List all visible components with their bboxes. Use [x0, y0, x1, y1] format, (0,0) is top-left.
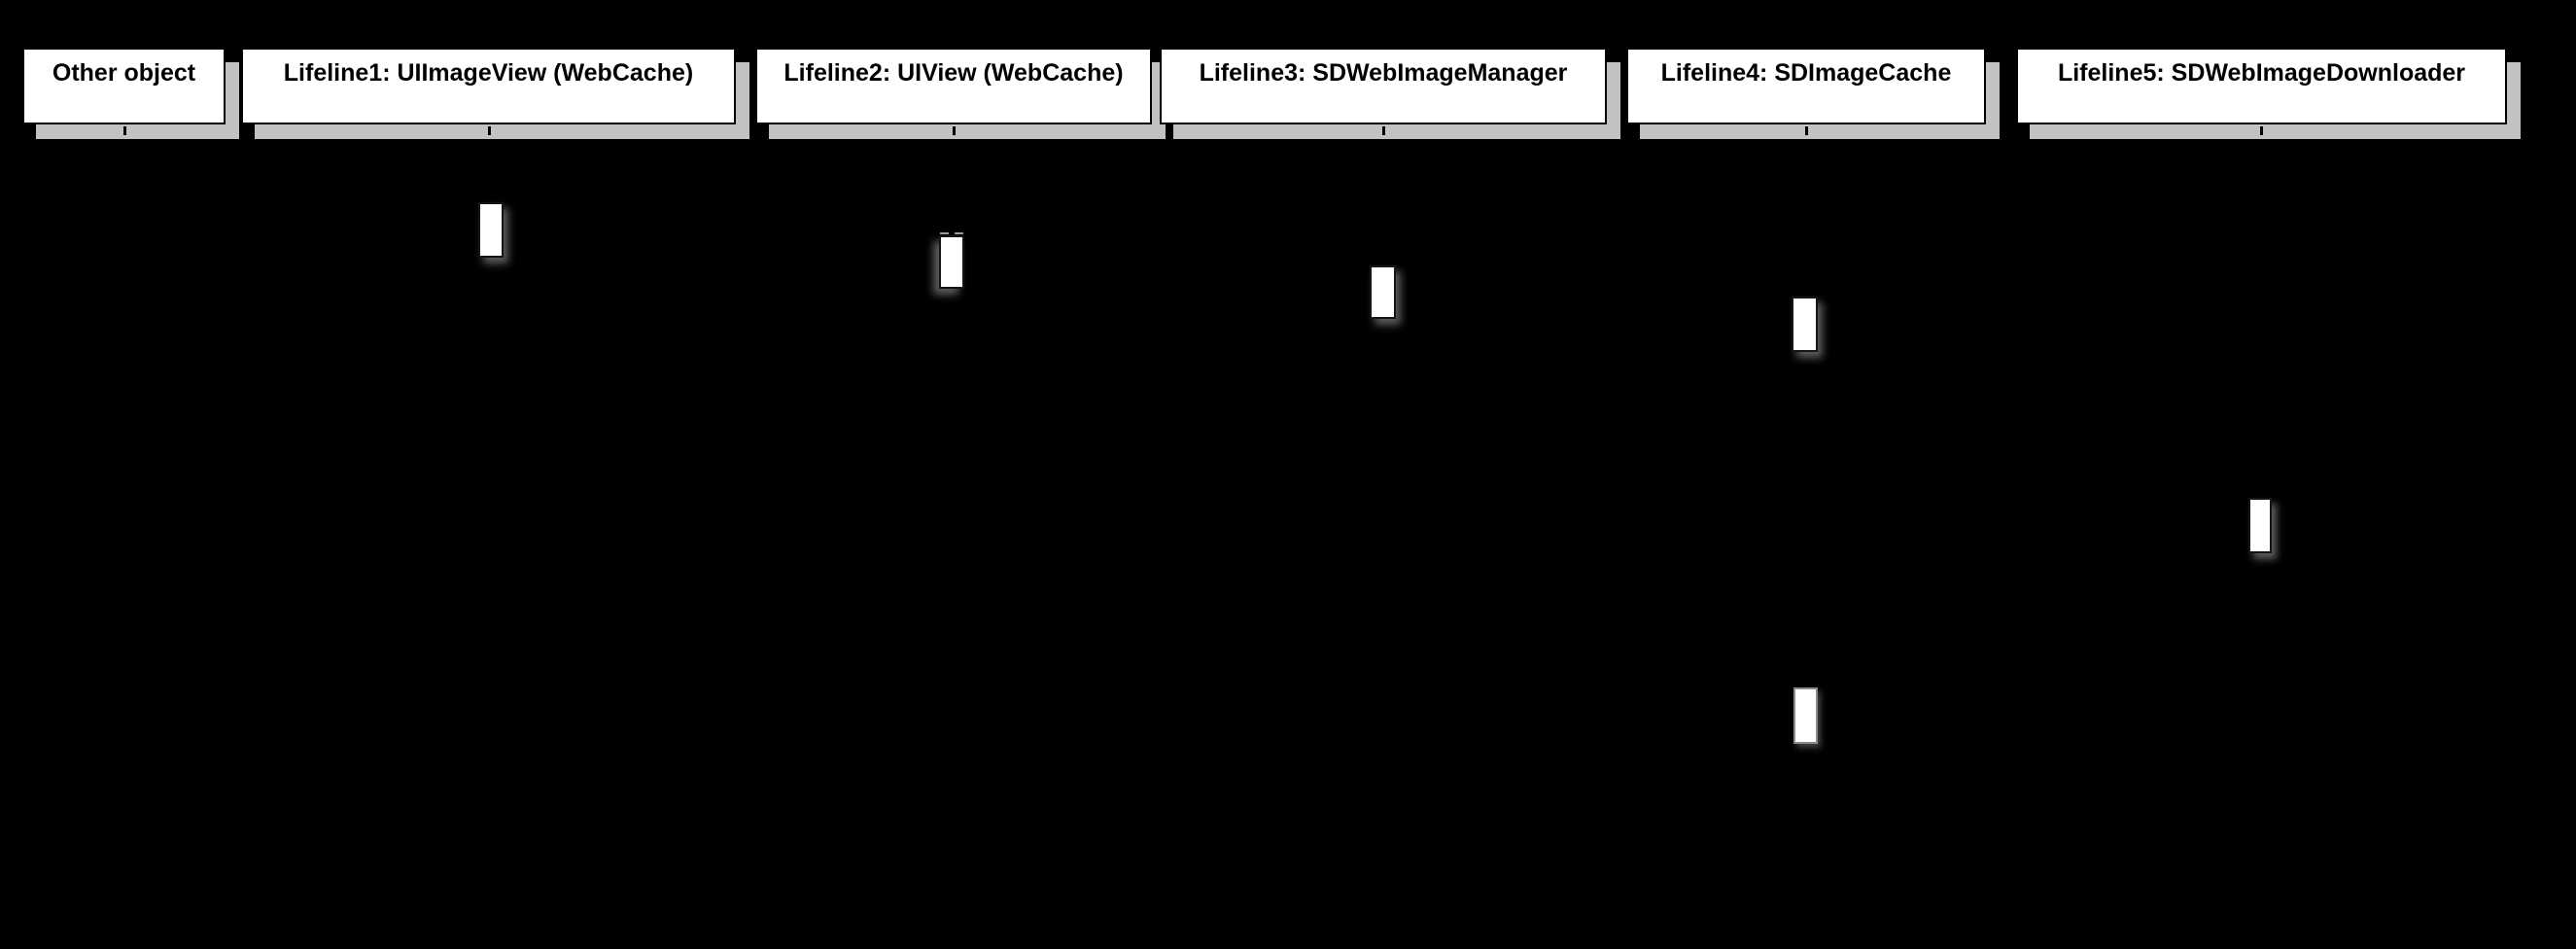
- lifeline-head-box[interactable]: Lifeline2: UIView (WebCache): [747, 39, 1152, 124]
- lifeline-label: Lifeline5: SDWebImageDownloader: [2057, 59, 2466, 87]
- lifeline-head-box[interactable]: Other object: [14, 39, 226, 124]
- lifeline-dashed-line: [2260, 126, 2263, 142]
- lifeline-head-box[interactable]: Lifeline4: SDImageCache: [1618, 39, 1986, 124]
- lifeline-label: Lifeline1: UIImageView (WebCache): [283, 59, 694, 87]
- activation-bar[interactable]: [939, 232, 964, 289]
- lifeline-dashed-line: [1805, 126, 1808, 142]
- lifeline-group: Other object: [14, 39, 226, 145]
- activation-bar[interactable]: [1793, 687, 1818, 744]
- lifeline-group: Lifeline1: UIImageView (WebCache): [232, 39, 736, 145]
- lifeline-dashed-line: [123, 126, 126, 142]
- lifeline-dashed-line: [488, 126, 491, 142]
- lifeline-label: Lifeline4: SDImageCache: [1660, 59, 1952, 87]
- activation-bar[interactable]: [478, 202, 504, 258]
- activation-bar[interactable]: [2248, 498, 2272, 553]
- activation-bar[interactable]: [1370, 265, 1396, 319]
- lifeline-head-box[interactable]: Lifeline5: SDWebImageDownloader: [2007, 39, 2507, 124]
- lifeline-head-box[interactable]: Lifeline3: SDWebImageManager: [1151, 39, 1607, 124]
- lifeline-label: Other object: [52, 59, 196, 87]
- lifeline-group: Lifeline3: SDWebImageManager: [1151, 39, 1607, 145]
- activation-bar[interactable]: [1792, 297, 1818, 352]
- lifeline-label: Lifeline3: SDWebImageManager: [1199, 59, 1568, 87]
- lifeline-group: Lifeline2: UIView (WebCache): [747, 39, 1152, 145]
- lifeline-head-box[interactable]: Lifeline1: UIImageView (WebCache): [232, 39, 736, 124]
- lifeline-group: Lifeline5: SDWebImageDownloader: [2007, 39, 2507, 145]
- lifeline-dashed-line: [953, 126, 956, 142]
- lifeline-dashed-line: [1382, 126, 1385, 142]
- lifeline-group: Lifeline4: SDImageCache: [1618, 39, 1986, 145]
- lifeline-label: Lifeline2: UIView (WebCache): [783, 59, 1124, 87]
